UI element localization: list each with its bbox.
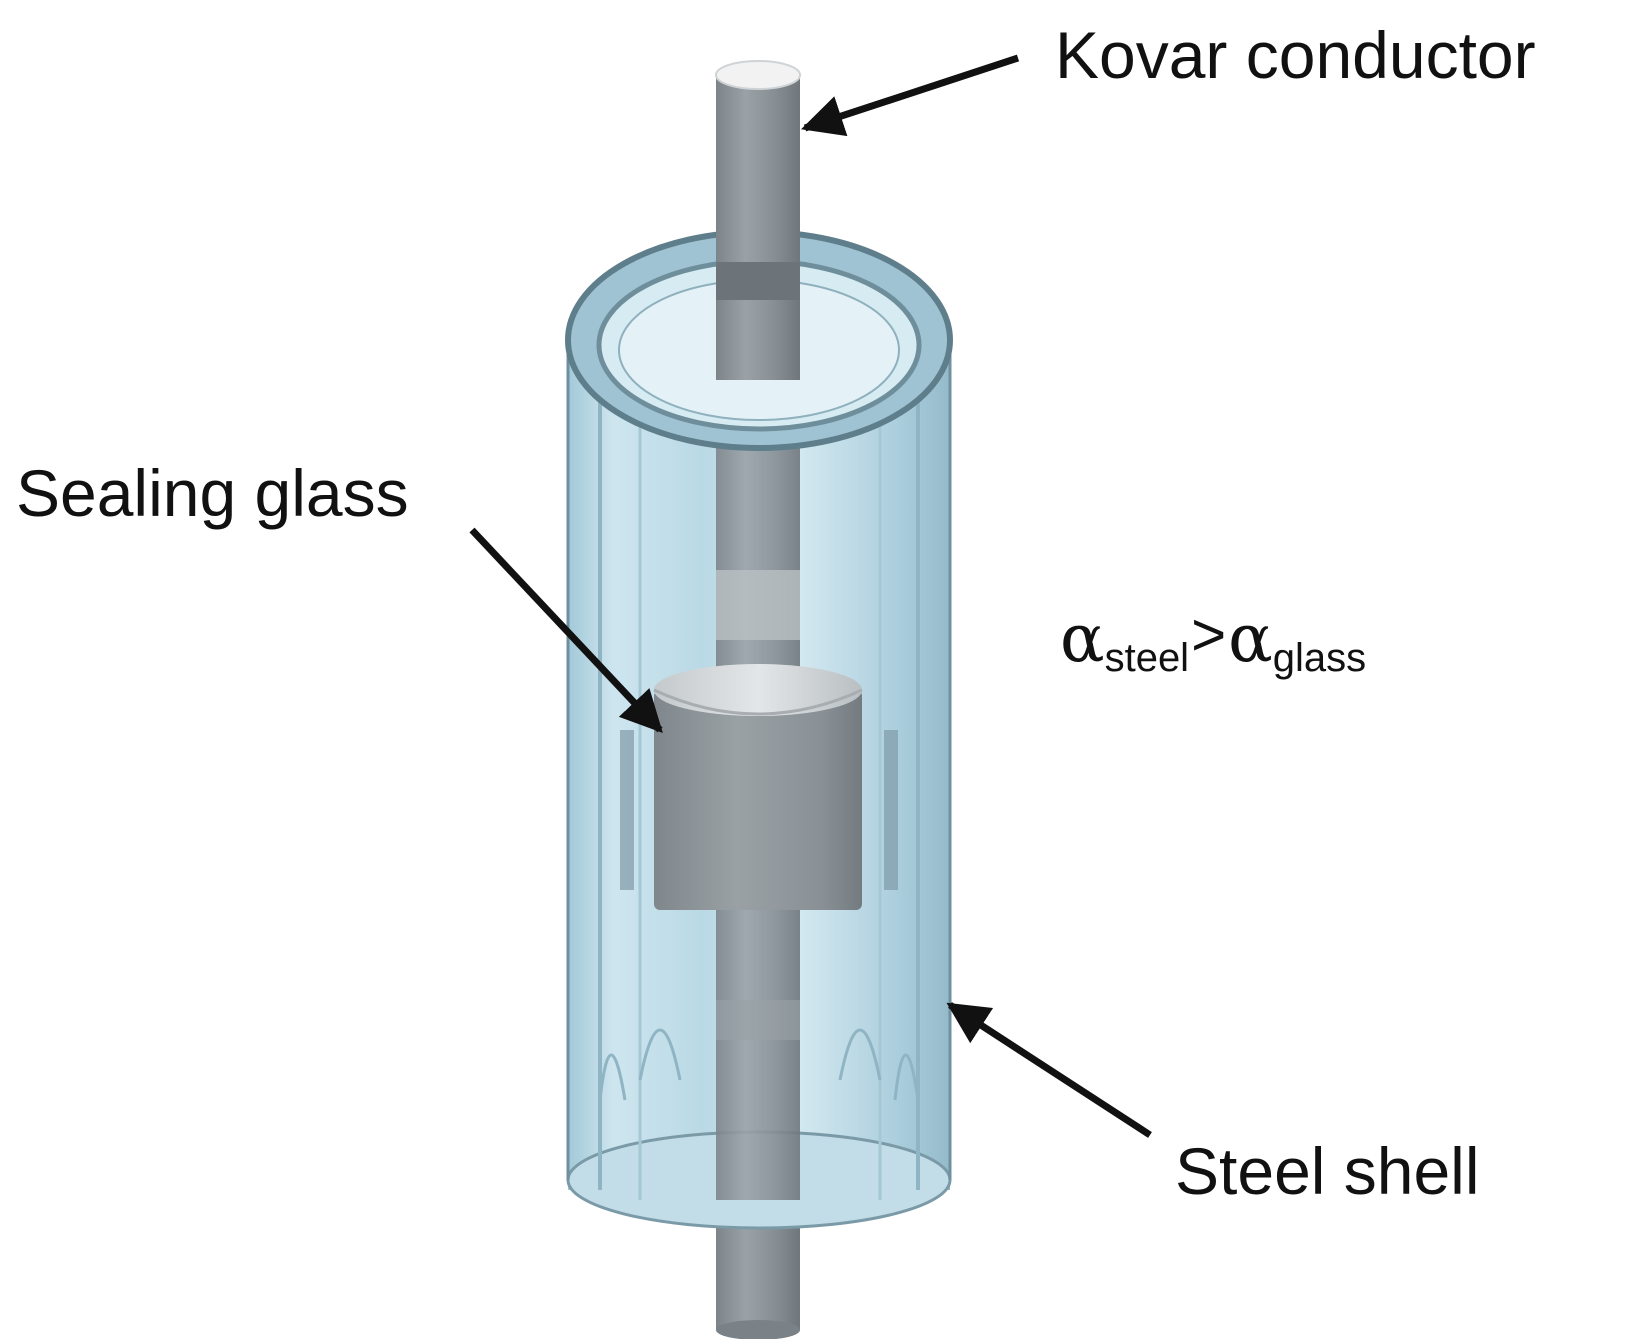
formula-subscript-glass: glass (1272, 636, 1367, 680)
kovar-conductor-arrow (801, 54, 1020, 137)
sealing-glass-label: Sealing glass (16, 456, 409, 530)
sealing-glass-block (653, 664, 863, 910)
kovar-conductor-top (715, 60, 801, 380)
thermal-expansion-formula: αsteel>αglass (1060, 605, 1367, 680)
alpha-symbol-left: α (1060, 600, 1105, 677)
alpha-symbol-right: α (1228, 600, 1273, 677)
formula-subscript-steel: steel (1104, 636, 1190, 680)
sealing-glass-arrow (469, 527, 663, 734)
steel-shell-label: Steel shell (1175, 1134, 1480, 1208)
kovar-conductor-label: Kovar conductor (1055, 18, 1536, 92)
steel-shell-arrow (946, 1002, 1152, 1138)
formula-operator: > (1191, 601, 1227, 668)
